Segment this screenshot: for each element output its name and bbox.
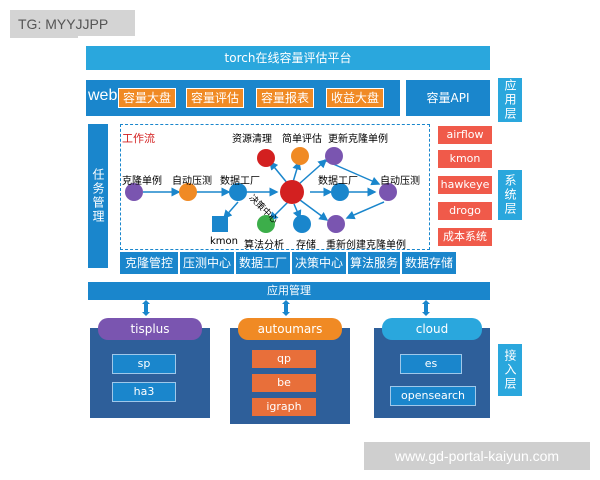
node-clone-single: [125, 183, 143, 201]
service-igraph[interactable]: igraph: [252, 398, 316, 416]
label-storage: 存储: [296, 240, 316, 251]
workflow-box: [120, 124, 430, 250]
service-qp[interactable]: qp: [252, 350, 316, 368]
revenue-dashboard-button[interactable]: 收益大盘: [326, 88, 384, 108]
layer-label-app: 应用层: [498, 78, 522, 122]
spoke-recreate: [299, 199, 329, 221]
service-es[interactable]: es: [400, 354, 462, 374]
node-storage: [293, 215, 311, 233]
node-simple-eval: [291, 147, 309, 165]
label-update-clone: 更新克隆单例: [328, 134, 388, 145]
app-management-bar: 应用管理: [88, 282, 490, 300]
system-item-kmon[interactable]: kmon: [438, 150, 492, 168]
system-item-cost[interactable]: 成本系统: [438, 228, 492, 246]
tag-label: TG: MYYJJPP: [10, 10, 135, 38]
capacity-eval-button[interactable]: 容量评估: [186, 88, 244, 108]
node-data-factory-2: [331, 183, 349, 201]
connector-arrows: [142, 300, 430, 316]
capacity-dashboard-button[interactable]: 容量大盘: [118, 88, 176, 108]
data-factory-button[interactable]: 数据工厂: [236, 252, 290, 274]
web-label: web: [88, 87, 118, 104]
spoke-simple: [292, 160, 302, 183]
node-update-clone: [325, 147, 343, 165]
label-algo-analysis: 算法分析: [244, 240, 284, 251]
task-management-label: 任务管理: [88, 124, 108, 268]
node-recreate-clone: [327, 215, 345, 233]
system-item-drogo[interactable]: drogo: [438, 202, 492, 220]
node-data-factory-1: [229, 183, 247, 201]
service-opensearch[interactable]: opensearch: [390, 386, 476, 406]
arrow-stress2-to-recreate: [345, 201, 385, 220]
label-data-factory-1: 数据工厂: [220, 176, 260, 187]
connector-autoumars: [282, 300, 290, 316]
connector-tisplus: [142, 300, 150, 316]
layer-label-system: 系统层: [498, 170, 522, 220]
node-kmon: [212, 216, 228, 232]
label-auto-stress-1: 自动压测: [172, 176, 212, 187]
algorithm-service-button[interactable]: 算法服务: [348, 252, 400, 274]
clone-control-button[interactable]: 克隆管控: [120, 252, 178, 274]
data-storage-button[interactable]: 数据存储: [402, 252, 456, 274]
spoke-algo: [268, 201, 289, 222]
layer-label-access: 接入层: [498, 344, 522, 396]
node-algo-analysis: [257, 215, 275, 233]
label-auto-stress-2: 自动压测: [380, 176, 420, 187]
label-simple-eval: 简单评估: [282, 134, 322, 145]
workflow-diagram: [125, 147, 397, 233]
capacity-api: 容量API: [406, 80, 490, 116]
node-auto-stress-2: [379, 183, 397, 201]
spoke-resource: [269, 160, 289, 185]
decision-center-button[interactable]: 决策中心: [292, 252, 346, 274]
label-data-factory-2: 数据工厂: [318, 176, 358, 187]
label-clone-single: 克隆单例: [122, 176, 162, 187]
cluster-tisplus-name[interactable]: tisplus: [98, 318, 202, 340]
node-auto-stress-1: [179, 183, 197, 201]
stress-center-button[interactable]: 压测中心: [180, 252, 234, 274]
workflow-title: 工作流: [122, 132, 155, 145]
node-decision-center: [280, 180, 304, 204]
watermark: www.gd-portal-kaiyun.com: [364, 442, 590, 470]
service-be[interactable]: be: [252, 374, 316, 392]
service-sp[interactable]: sp: [112, 354, 176, 374]
cluster-autoumars-name[interactable]: autoumars: [238, 318, 342, 340]
connector-cloud: [422, 300, 430, 316]
arrow-factory-to-kmon: [223, 201, 239, 220]
label-recreate-clone: 重新创建克隆单例: [326, 240, 406, 251]
node-resource-clean: [257, 149, 275, 167]
system-item-airflow[interactable]: airflow: [438, 126, 492, 144]
cluster-cloud-name[interactable]: cloud: [382, 318, 482, 340]
system-item-hawkeye[interactable]: hawkeye: [438, 176, 492, 194]
platform-title: torch在线容量评估平台: [86, 46, 490, 70]
label-kmon: kmon: [210, 236, 238, 247]
service-ha3[interactable]: ha3: [112, 382, 176, 402]
spoke-update: [298, 159, 328, 185]
capacity-report-button[interactable]: 容量报表: [256, 88, 314, 108]
label-resource-clean: 资源清理: [232, 134, 272, 145]
